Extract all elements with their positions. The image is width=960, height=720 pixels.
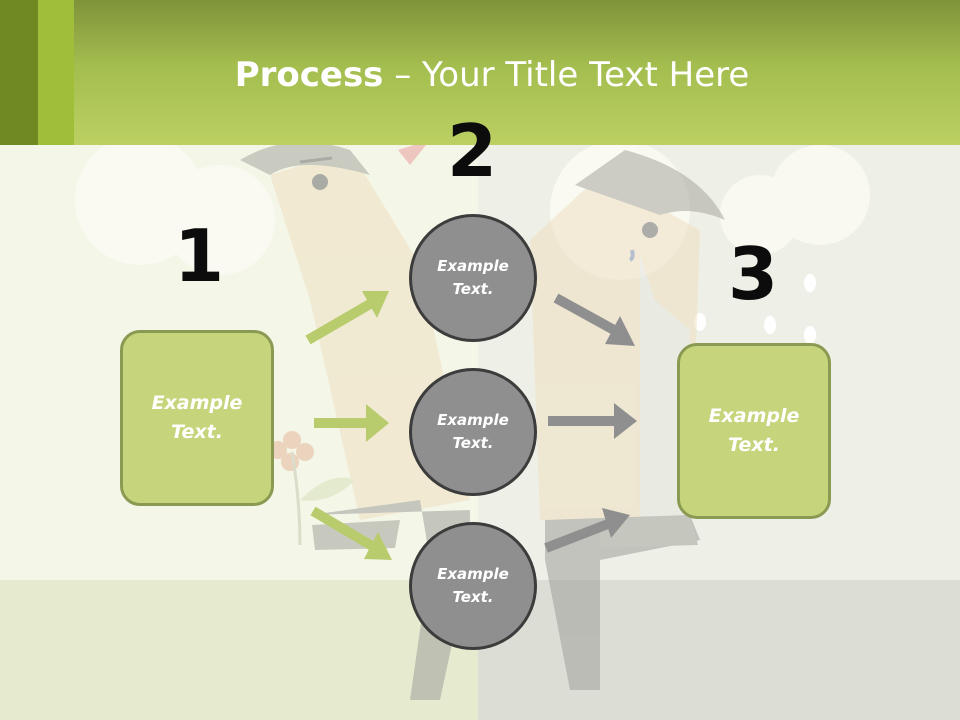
step-1-text: Example Text.: [151, 392, 243, 443]
arrow-green-down: [310, 506, 392, 560]
step-number-3: 3: [727, 232, 779, 316]
circle-top[interactable]: Example Text.: [409, 214, 537, 342]
arrow-green-up: [305, 291, 389, 345]
arrow-gray-right: [548, 403, 637, 439]
header-accent-stripe-light: [38, 0, 74, 145]
header-band: [0, 0, 960, 145]
step-1-box[interactable]: Example Text.: [120, 330, 274, 506]
circle-top-text: Example Text.: [437, 257, 509, 298]
arrow-gray-up: [544, 508, 630, 553]
step-number-2: 2: [446, 109, 498, 193]
title-bold: Process: [234, 55, 384, 95]
arrow-green-right: [314, 404, 389, 442]
step-number-1: 1: [173, 214, 225, 298]
slide-title[interactable]: Process – Your Title Text Here: [0, 52, 960, 98]
circle-bottom[interactable]: Example Text.: [409, 522, 537, 650]
floor-left: [0, 580, 478, 720]
title-rest: – Your Title Text Here: [383, 55, 750, 95]
header-accent-stripe: [0, 0, 38, 145]
circle-middle[interactable]: Example Text.: [409, 368, 537, 496]
step-3-text: Example Text.: [708, 405, 800, 456]
circle-bottom-text: Example Text.: [437, 565, 509, 606]
arrow-gray-down: [553, 293, 635, 346]
step-3-box[interactable]: Example Text.: [677, 343, 831, 519]
circle-middle-text: Example Text.: [437, 411, 509, 452]
